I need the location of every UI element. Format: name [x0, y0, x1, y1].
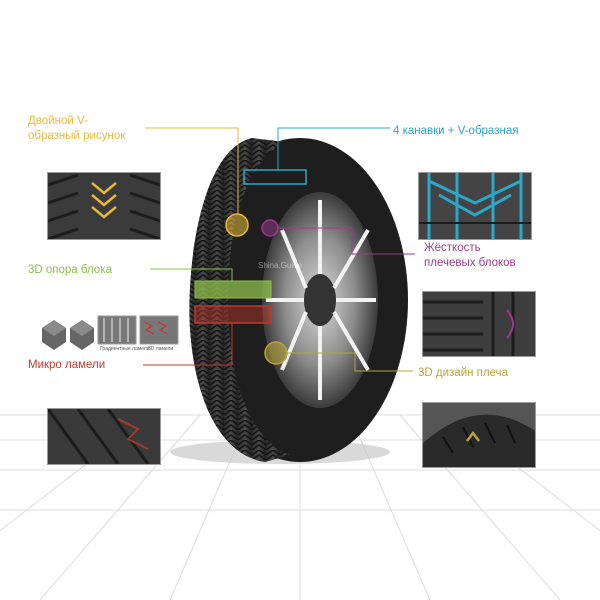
stiffness-label: Жёсткость плечевых блоков: [424, 242, 516, 269]
sipes-illustration: Градиентные ламели 3D ламели: [40, 310, 180, 354]
shoulder-3d-marker: [264, 341, 288, 365]
micro-sipes-highlight: [194, 305, 272, 324]
double-v-thumbnail: [47, 172, 161, 240]
shoulder-3d-thumbnail: [422, 402, 536, 468]
shoulder-3d-leader: [287, 352, 413, 372]
stiffness-leader: [278, 227, 415, 255]
sipe-cubes-icon: [42, 315, 179, 350]
double-v-leader: [145, 127, 239, 214]
micro-sipes-label: Микро ламели: [28, 359, 106, 371]
micro-sipes-leader: [143, 323, 233, 366]
double-v-marker: [225, 213, 249, 237]
stiffness-thumbnail: [422, 291, 536, 357]
shoulder-3d-label: 3D дизайн плеча: [418, 367, 509, 379]
wheel-spokes: [266, 200, 376, 400]
stiffness-marker: [261, 219, 279, 237]
grooves-highlight: [243, 169, 307, 185]
grooves-thumbnail: [418, 172, 532, 240]
micro-sipes-thumbnail: [47, 408, 161, 465]
wheel-hub: [304, 274, 336, 326]
sipes-3d-caption: 3D ламели: [148, 346, 174, 352]
grooves-leader: [277, 127, 390, 170]
watermark: Shina.Guide: [258, 261, 303, 270]
block-3d-leader: [150, 268, 233, 281]
grooves-label: 4 канавки + V-образная: [393, 125, 519, 137]
tire-tread: [189, 138, 290, 462]
gradient-sipes-caption: Градиентные ламели: [100, 346, 150, 352]
block-3d-highlight: [194, 280, 272, 299]
block-3d-label: 3D опора блока: [28, 264, 112, 276]
double-v-label: Двойной V- образный рисунок: [28, 115, 126, 142]
